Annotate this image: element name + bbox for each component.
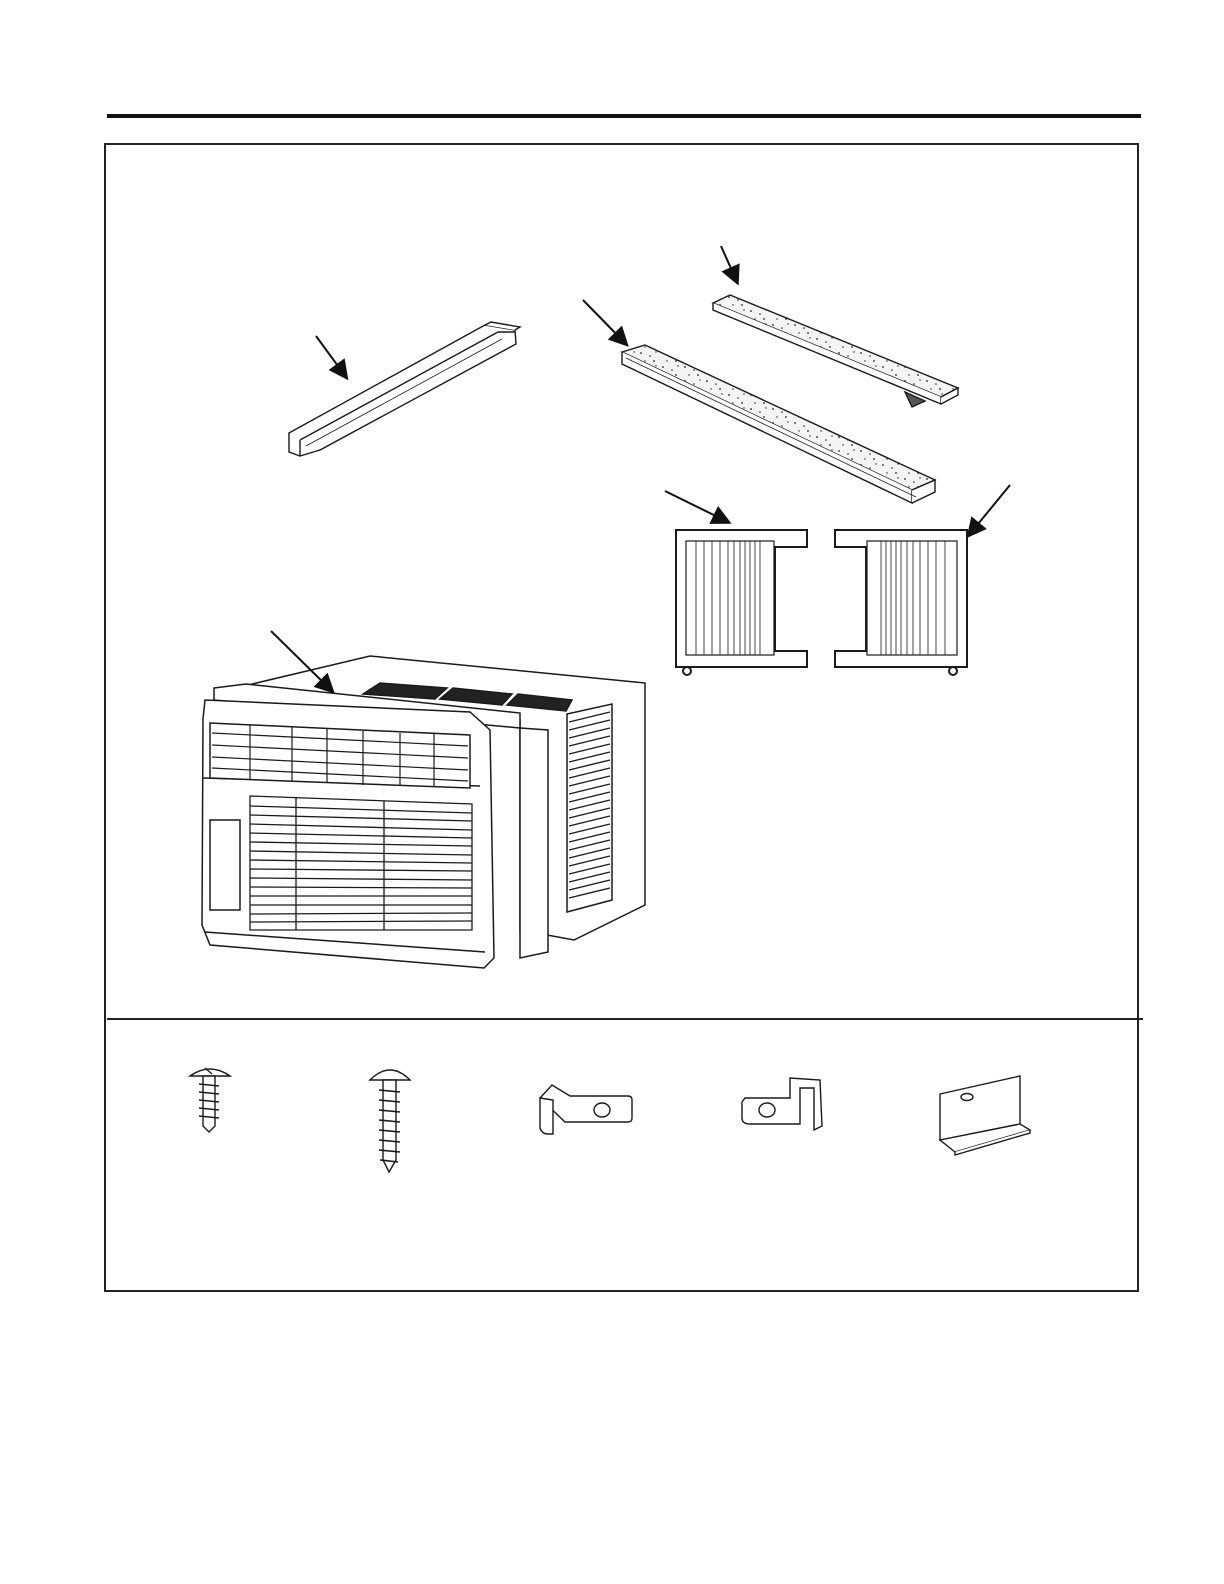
angle-bracket-icon (940, 1076, 1030, 1155)
window-ac-icon (202, 656, 645, 968)
arrow-foam-short (721, 246, 737, 282)
screw-icon (190, 1068, 230, 1132)
arrow-right-curtain (969, 485, 1010, 535)
arrow-foam-long (583, 300, 626, 344)
screw-icon (370, 1070, 410, 1172)
bracket-icon (540, 1085, 632, 1134)
arrow-left-curtain (665, 491, 728, 522)
bracket-icon (742, 1078, 822, 1130)
foam-strip-icon (713, 295, 958, 407)
arrow-top-rail (316, 336, 346, 377)
top-rail-icon (289, 322, 520, 456)
accordion-curtain-icon (676, 530, 807, 675)
accordion-curtain-icon (835, 530, 967, 675)
